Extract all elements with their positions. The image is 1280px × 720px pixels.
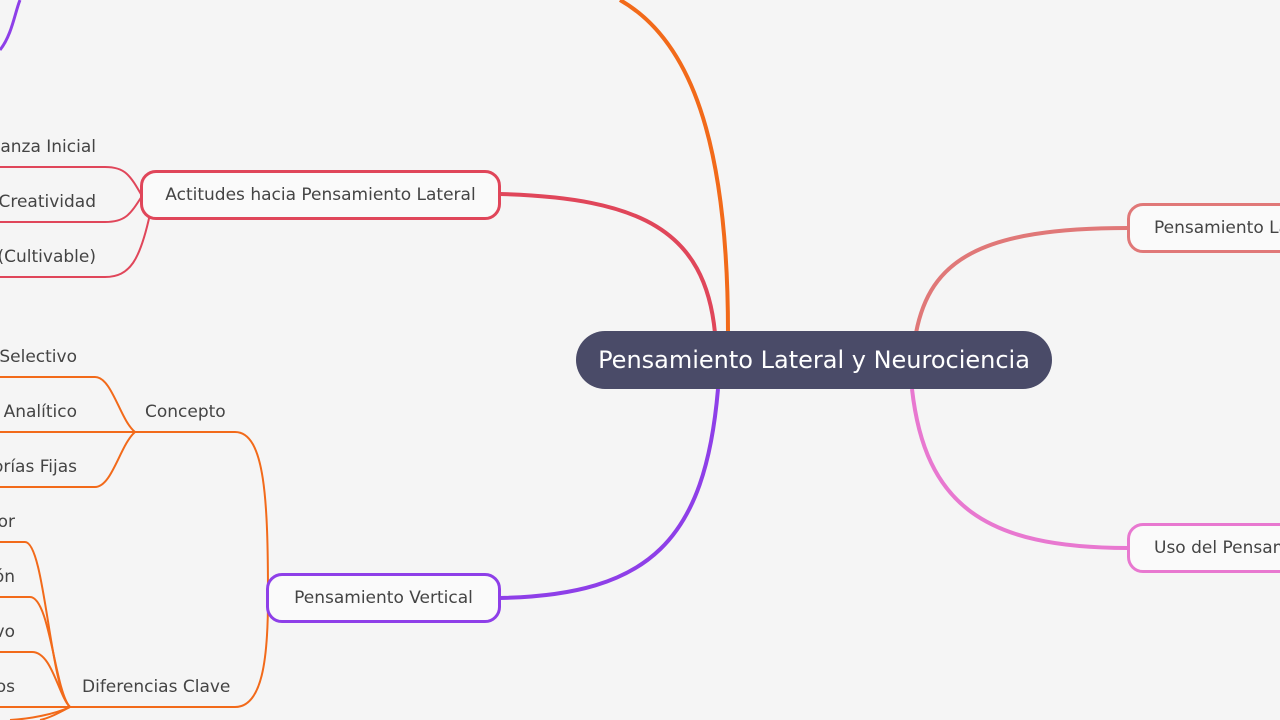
node-uso-del-pensamiento[interactable]: Uso del Pensam	[1127, 523, 1280, 573]
node-diferencias-child-3[interactable]: vo	[0, 622, 15, 642]
edge-top-left-purple	[0, 0, 22, 51]
node-pensamiento-vertical[interactable]: Pensamiento Vertical	[266, 573, 501, 623]
edge-actitudes-child-2	[0, 195, 143, 223]
node-actitudes[interactable]: Actitudes hacia Pensamiento Lateral	[140, 170, 501, 220]
node-concepto[interactable]: Concepto	[145, 402, 226, 422]
edge-root-actitudes	[499, 192, 717, 334]
node-concepto-child-1[interactable]: Selectivo	[0, 347, 77, 367]
node-actitudes-label: Actitudes hacia Pensamiento Lateral	[165, 185, 476, 205]
edge-root-vertical	[499, 388, 720, 600]
edge-root-top-orange	[619, 0, 730, 334]
node-actitudes-child-2[interactable]: Creatividad	[0, 192, 96, 212]
edge-actitudes-child-3	[0, 213, 151, 278]
edge-concepto-child-1	[0, 376, 136, 433]
node-diferencias-child-2[interactable]: ón	[0, 567, 15, 587]
node-diferencias-child-4[interactable]: os	[0, 677, 15, 697]
vertical-child-edges	[70, 431, 269, 708]
node-actitudes-child-3[interactable]: (Cultivable)	[0, 247, 96, 267]
edge-root-uso	[910, 388, 1129, 550]
edge-diferencias-child-3	[0, 651, 71, 708]
node-diferencias-clave[interactable]: Diferencias Clave	[82, 677, 231, 697]
actitudes-child-edges	[0, 166, 151, 278]
node-concepto-child-2[interactable]: Analítico	[3, 402, 77, 422]
edge-actitudes-child-1	[0, 166, 143, 197]
node-pensamiento-vertical-label: Pensamiento Vertical	[294, 588, 473, 608]
node-uso-del-pensamiento-label: Uso del Pensam	[1154, 538, 1280, 558]
diferencias-child-edges	[0, 541, 71, 720]
root-node-label: Pensamiento Lateral y Neurociencia	[598, 346, 1030, 374]
root-node[interactable]: Pensamiento Lateral y Neurociencia	[576, 331, 1052, 389]
edge-concepto-child-3	[0, 431, 136, 488]
edge-diferencias-child-6	[9, 706, 71, 720]
edge-vertical-diferencias	[70, 597, 269, 708]
node-pensamiento-lateral-right[interactable]: Pensamiento La	[1127, 203, 1280, 253]
node-actitudes-child-1[interactable]: ianza Inicial	[0, 137, 96, 157]
node-pensamiento-lateral-right-label: Pensamiento La	[1154, 218, 1280, 238]
edge-vertical-concepto	[135, 431, 269, 599]
edge-root-lateral-right	[914, 226, 1129, 334]
concepto-child-edges	[0, 376, 136, 488]
node-diferencias-child-1[interactable]: or	[0, 512, 15, 532]
node-concepto-child-3[interactable]: orías Fijas	[0, 457, 77, 477]
